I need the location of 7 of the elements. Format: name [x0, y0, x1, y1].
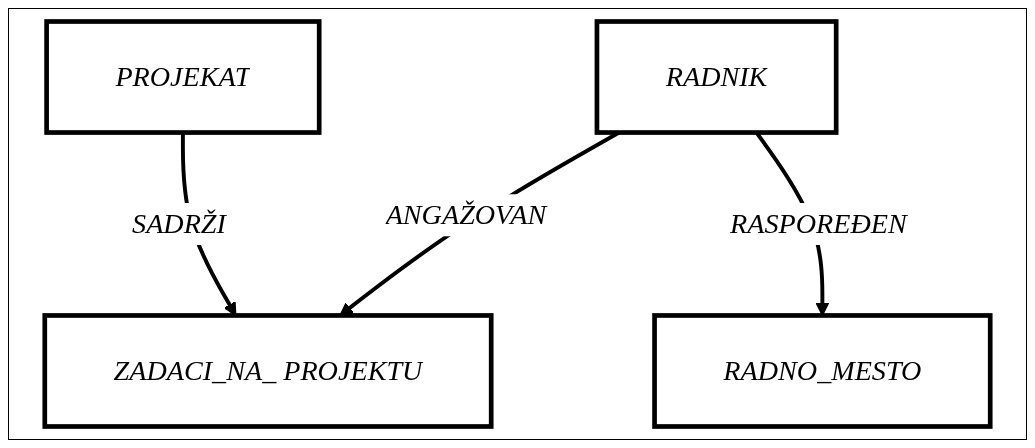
edge-label: ANGAŽOVAN	[385, 198, 547, 231]
node-box: ZADACI_NA_ PROJEKTU	[42, 313, 494, 429]
node-box: RADNIK	[594, 19, 839, 135]
node-box: RADNO_MESTO	[652, 313, 993, 429]
edge-label: SADRŽI	[132, 207, 226, 239]
edge-label: RASPOREĐEN	[730, 207, 907, 239]
node-box: PROJEKAT	[44, 19, 322, 135]
